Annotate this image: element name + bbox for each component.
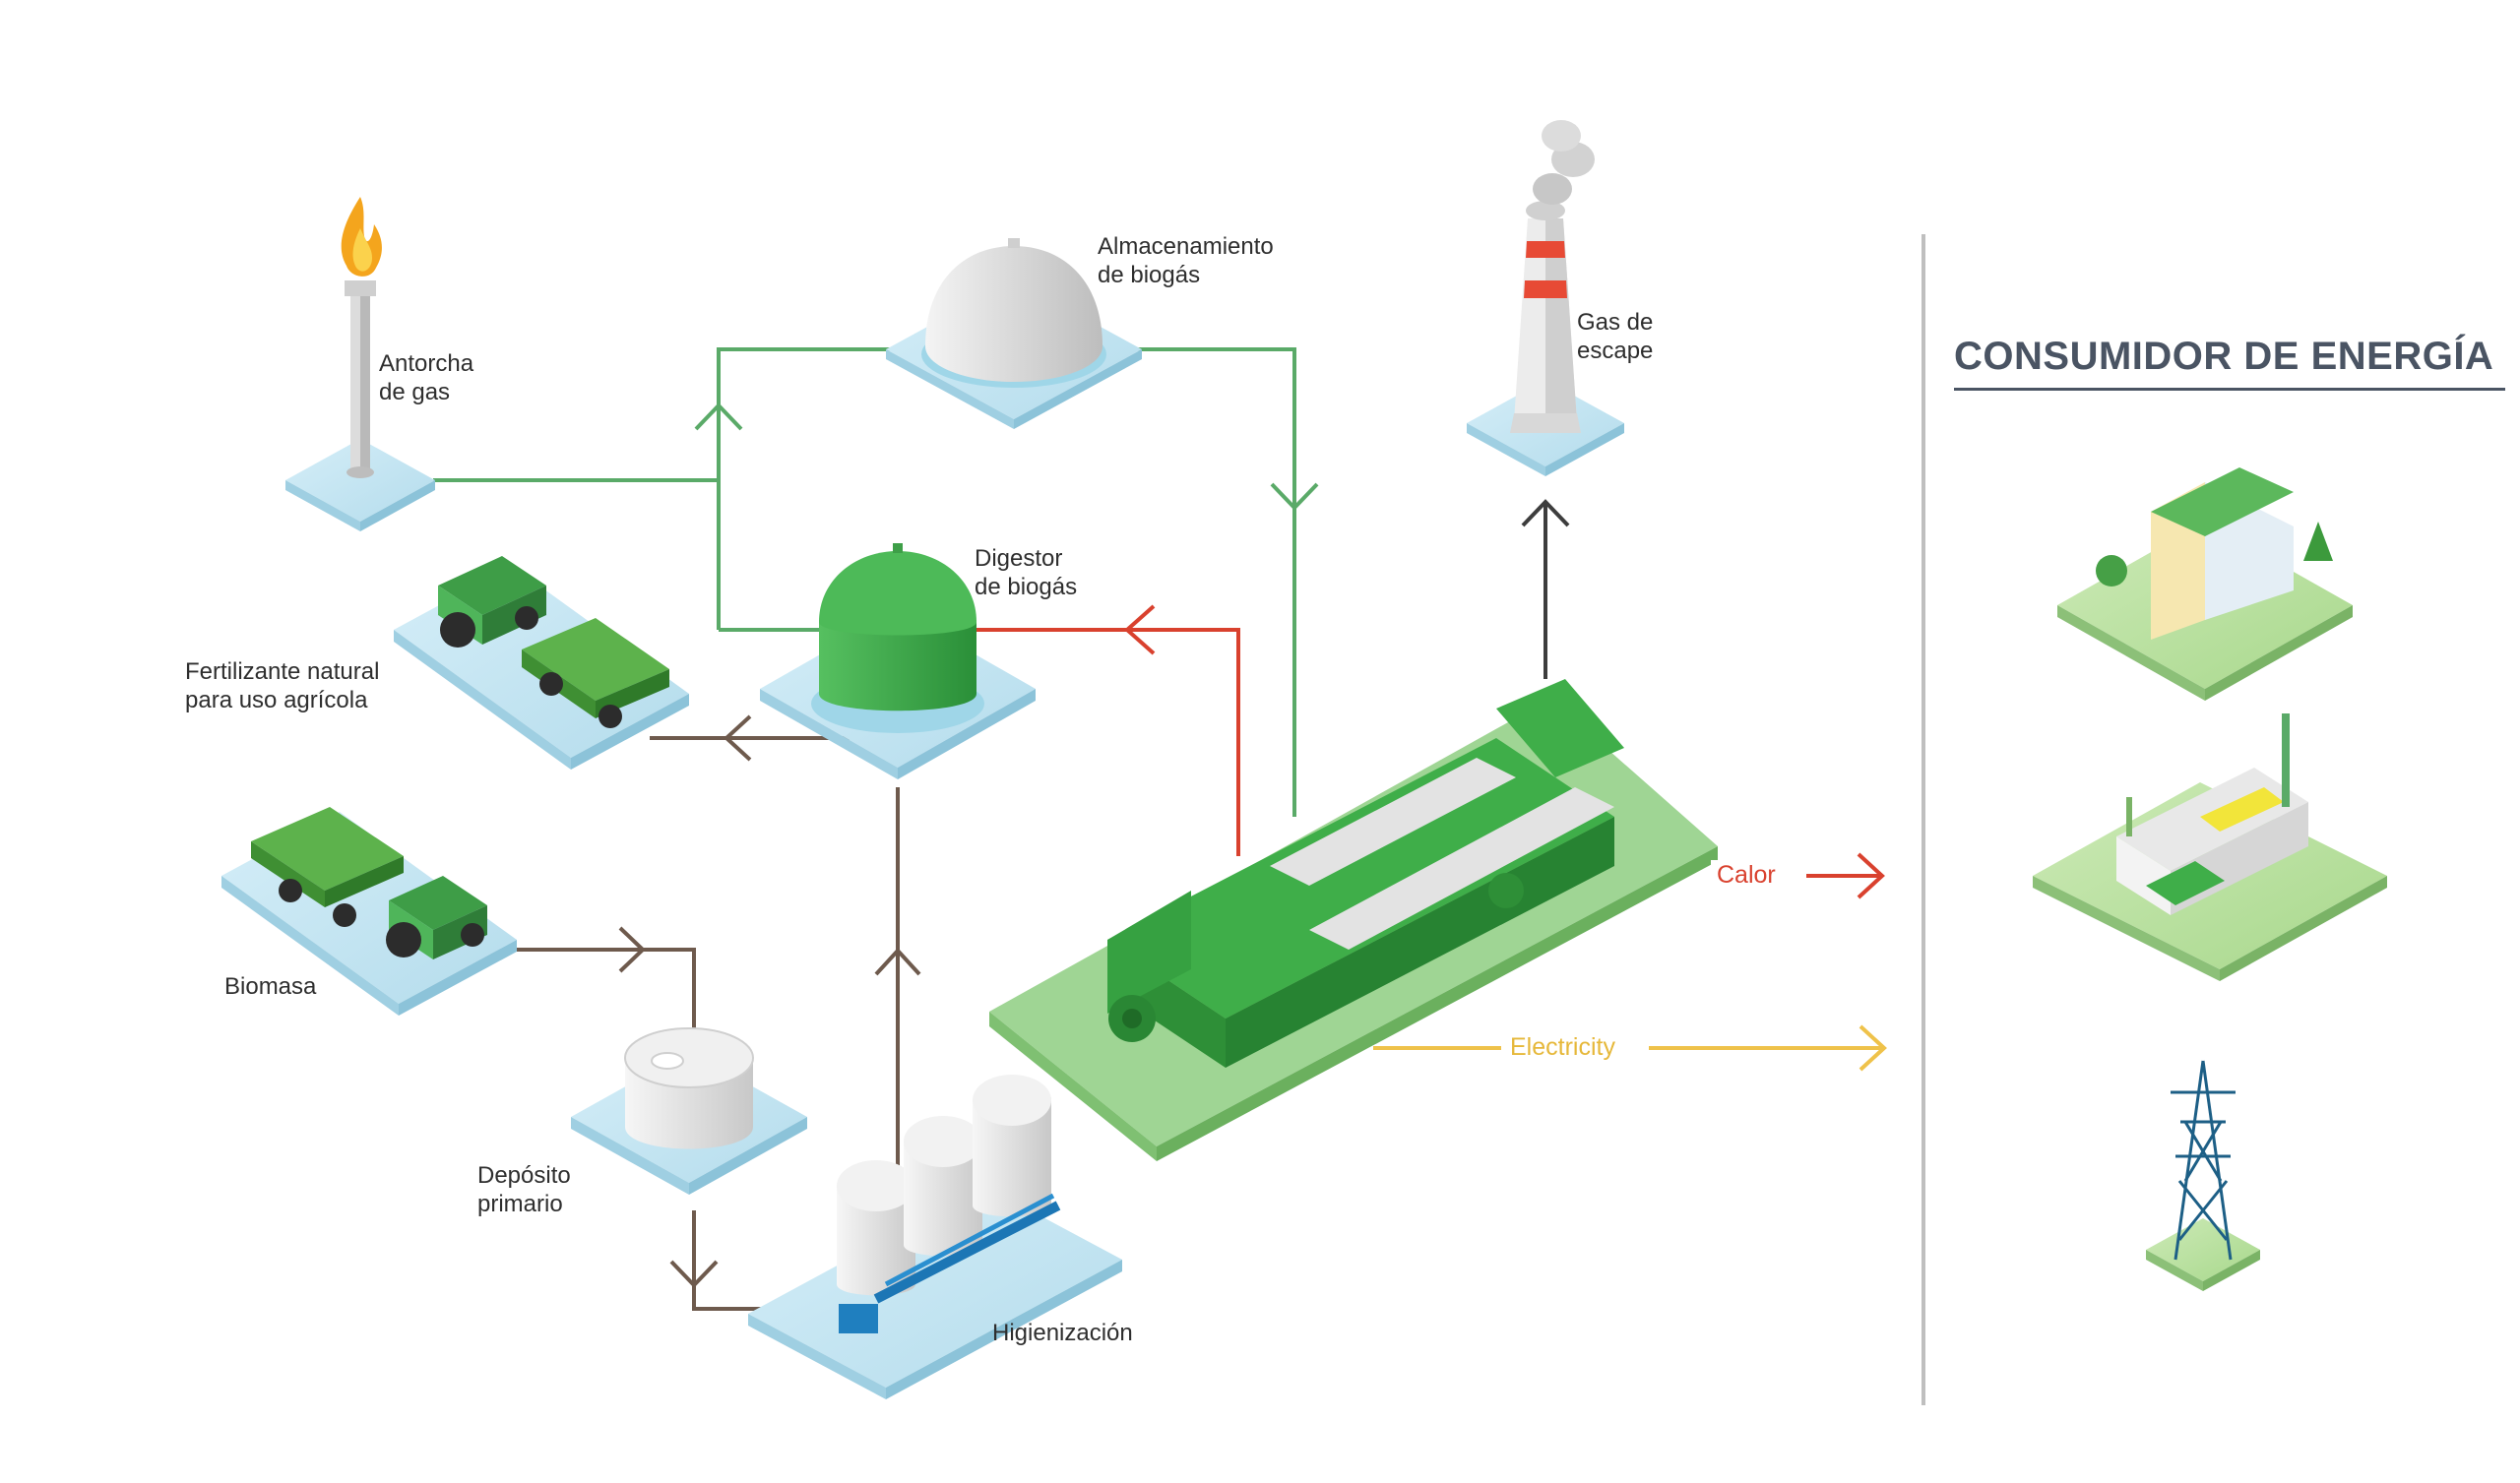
- digester-icon: [760, 543, 1036, 779]
- label-hygienization-line1: Higienización: [992, 1320, 1133, 1346]
- label-storage-line2: de biogás: [1098, 262, 1201, 288]
- label-tank: Depósito primario: [477, 1161, 571, 1218]
- label-biomass: Biomasa: [224, 972, 316, 1001]
- tank-down-arrow: [669, 1260, 719, 1288]
- chimney-icon: [1467, 120, 1624, 476]
- section-divider: [1922, 234, 1925, 1405]
- round-tank-icon: [571, 1027, 807, 1195]
- engine-icon: [989, 679, 1718, 1161]
- label-exhaust-line1: Gas de: [1577, 309, 1654, 336]
- label-hygienization: Higienización: [992, 1319, 1133, 1347]
- label-biomass-line1: Biomasa: [224, 973, 317, 1000]
- exhaust-arrow: [1521, 499, 1570, 527]
- label-digester-line2: de biogás: [975, 574, 1078, 600]
- power-tower-icon: [2146, 1060, 2260, 1291]
- tank-to-hygienization-line: [692, 1210, 778, 1311]
- flow-label-heat: Calor: [1711, 860, 1782, 890]
- electricity-arrow: [1858, 1024, 1887, 1072]
- label-tank-line1: Depósito: [477, 1162, 571, 1189]
- label-fertilizer-line2: para uso agrícola: [185, 687, 368, 713]
- gas-up-arrow: [694, 402, 743, 431]
- flow-label-electricity: Electricity: [1504, 1032, 1621, 1062]
- material-up-arrow: [874, 948, 921, 976]
- heat-left-arrow: [1123, 604, 1156, 655]
- flare-icon: [285, 197, 435, 531]
- fertilizer-arrow: [724, 714, 752, 762]
- silo-icon: [748, 1075, 1122, 1399]
- electric-flow-lines: [1373, 1024, 1887, 1072]
- label-torch-line2: de gas: [379, 379, 451, 405]
- gas-dome-icon: [886, 238, 1142, 429]
- label-storage-line1: Almacenamiento: [1098, 233, 1274, 260]
- label-exhaust-line2: escape: [1577, 338, 1654, 364]
- label-torch: Antorcha de gas: [379, 349, 473, 406]
- label-digester: Digestor de biogás: [975, 544, 1077, 601]
- storage-to-engine-line: [1117, 347, 1296, 817]
- label-fertilizer-line1: Fertilizante natural: [185, 658, 380, 685]
- exhaust-flow-line: [1521, 499, 1570, 679]
- label-digester-line1: Digestor: [975, 545, 1063, 572]
- biomass-right-arrow: [618, 926, 646, 973]
- heat-out-arrow: [1857, 852, 1885, 899]
- factory-icon: [2033, 713, 2387, 981]
- heat-to-digester-line: [975, 628, 1240, 856]
- label-exhaust: Gas de escape: [1577, 308, 1653, 365]
- label-storage: Almacenamiento de biogás: [1098, 232, 1274, 289]
- tractor-trailer-icon: [394, 556, 689, 770]
- consumer-title-underline: [1954, 388, 2505, 391]
- gas-down-arrow: [1270, 482, 1319, 511]
- label-tank-line2: primario: [477, 1191, 563, 1217]
- label-fertilizer: Fertilizante natural para uso agrícola: [185, 657, 379, 714]
- label-torch-line1: Antorcha: [379, 350, 474, 377]
- consumer-title: CONSUMIDOR DE ENERGÍA: [1954, 335, 2494, 378]
- gas-flow-lines: [433, 347, 1319, 817]
- digester-to-storage-line: [717, 347, 896, 630]
- building-icon: [2057, 467, 2353, 701]
- tractor-trailer-icon: [221, 807, 517, 1016]
